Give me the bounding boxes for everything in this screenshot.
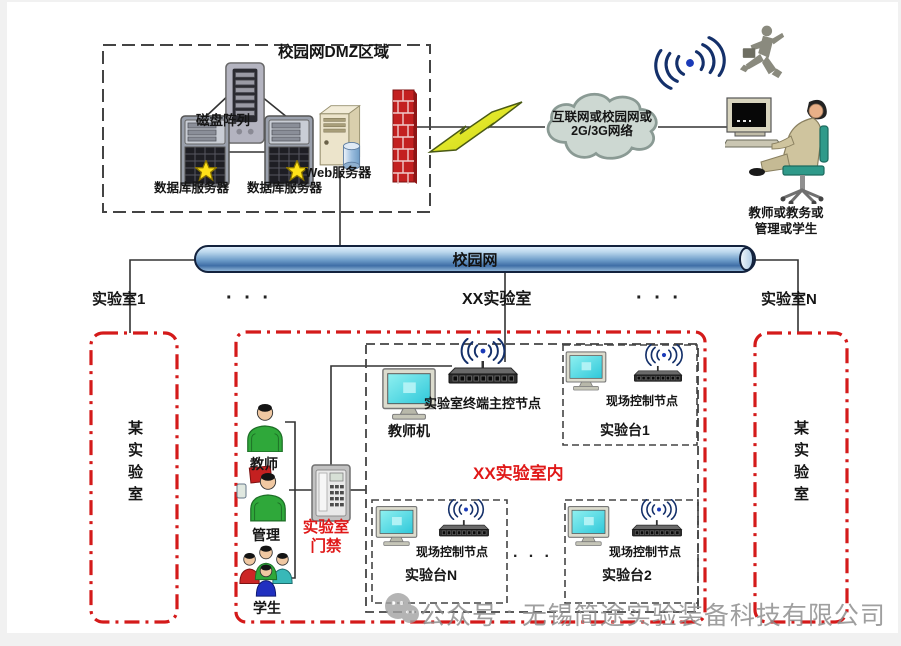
web-server-icon	[319, 105, 361, 170]
students-icon	[239, 545, 293, 597]
right-lab-box	[753, 331, 849, 624]
teacher-icon	[247, 403, 283, 452]
region-boxes	[89, 44, 849, 624]
remote-user-label-line1: 教师或教务或	[748, 206, 824, 220]
cloud-shape	[546, 92, 658, 160]
web-server-label: Web服务器	[305, 165, 372, 180]
bench1-wifi-icon	[644, 344, 684, 366]
bench2-label: 实验台2	[602, 567, 652, 583]
dots-right: · · ·	[636, 287, 683, 309]
door-access-icon	[311, 464, 351, 522]
xx-lab-label: XX实验室	[462, 291, 532, 308]
cloud-label-line2: 2G/3G网络	[571, 124, 633, 139]
master-node-label: 实验室终端主控节点	[424, 396, 542, 411]
wechat-icon	[385, 593, 419, 623]
page-edge-top	[0, 0, 901, 2]
admin-label: 管理	[252, 527, 280, 543]
benchN-box	[371, 499, 508, 604]
left-lab-box	[89, 331, 179, 624]
cloud-label-line1: 互联网或校园网或	[551, 110, 652, 124]
bench1-node-label: 现场控制节点	[606, 394, 679, 408]
watermark-text: 公众号 : 无锡简途实验装备科技有限公司	[420, 602, 886, 630]
disk-array-icon	[225, 62, 265, 144]
door-access-label-line1: 实验室	[302, 519, 350, 536]
dots-left: · · ·	[226, 287, 273, 309]
db-right-label: 数据库服务器	[247, 181, 323, 195]
page-edge-left	[0, 0, 7, 646]
bench1-label: 实验台1	[600, 422, 650, 438]
bench1-pc-icon	[565, 351, 607, 391]
bench1-box	[562, 344, 698, 446]
xx-lab-inner-label: XX实验室内	[473, 464, 564, 483]
bench2-box	[564, 499, 699, 604]
benchN-node-icon	[439, 519, 489, 537]
phone-icon	[236, 483, 247, 499]
page-edge-right	[898, 0, 901, 646]
teacher-label: 教师	[250, 456, 278, 472]
wireless-signal-icon	[649, 33, 731, 93]
remote-user-label-line2: 管理或学生	[754, 222, 818, 237]
bench2-node-label: 现场控制节点	[609, 545, 682, 559]
campus-network-pipe: 校园网	[194, 245, 756, 273]
pipe-end-cap	[739, 247, 754, 271]
right-lab-name: 某实验室	[792, 420, 809, 508]
benchN-label: 实验台N	[405, 567, 458, 583]
left-lab-name: 某实验室	[126, 420, 143, 508]
benchN-pc-icon	[375, 505, 418, 547]
lightning-icon	[427, 101, 523, 153]
door-access-label-line2: 门禁	[310, 538, 342, 556]
bench2-wifi-icon	[640, 499, 678, 520]
benchN-node-label: 现场控制节点	[416, 545, 489, 559]
benchN-wifi-icon	[447, 499, 485, 520]
remote-user-icon	[725, 96, 830, 204]
running-person-icon	[739, 25, 785, 79]
bench2-node-icon	[632, 519, 682, 537]
bench2-pc-icon	[567, 505, 610, 547]
campus-network-label: 校园网	[452, 251, 498, 269]
labN-label: 实验室N	[761, 291, 817, 308]
bench1-node-icon	[633, 365, 683, 382]
firewall-icon	[392, 89, 418, 184]
lab1-label: 实验室1	[92, 291, 146, 308]
xx-lab-box	[234, 330, 707, 624]
master-node-wifi-icon	[460, 338, 506, 364]
dmz-title: 校园网DMZ区域	[278, 44, 390, 61]
dmz-box	[102, 44, 431, 213]
disk-array-label: 磁盘阵列	[196, 113, 250, 128]
master-node-icon	[448, 360, 518, 384]
teacher-pc-label: 教师机	[388, 423, 430, 439]
student-label: 学生	[253, 600, 281, 616]
db-left-label: 数据库服务器	[154, 181, 230, 195]
page-edge-bottom	[0, 633, 901, 646]
xx-lab-inner-box	[365, 343, 699, 613]
dots-mid: · · ·	[513, 548, 553, 565]
